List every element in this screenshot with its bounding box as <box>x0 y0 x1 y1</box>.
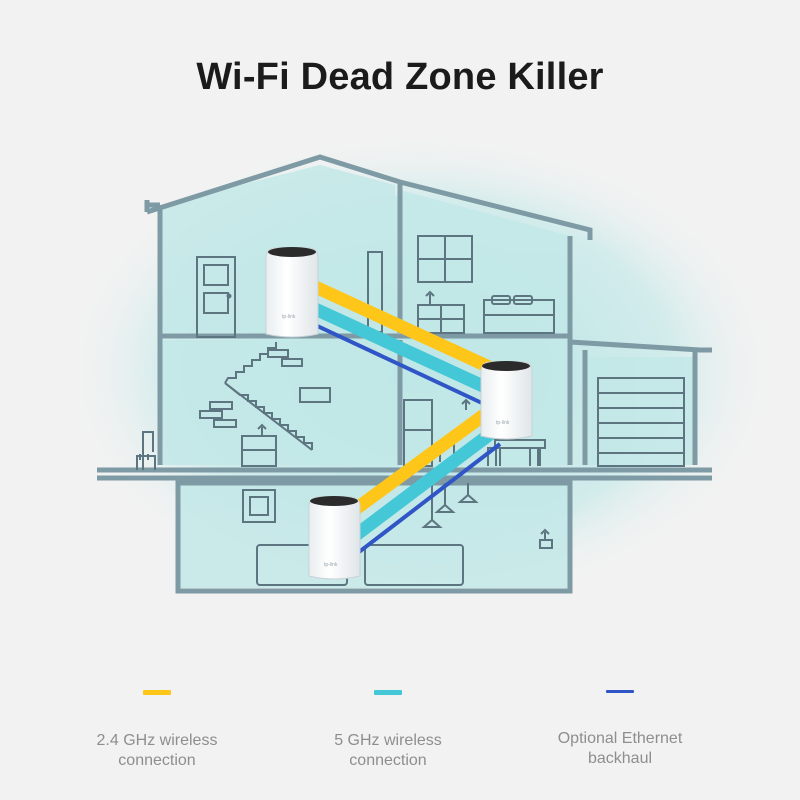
bands-middle-to-basement <box>334 406 502 564</box>
garage-door <box>597 377 685 467</box>
ethernet-lower <box>344 442 502 564</box>
band-24ghz-lower <box>334 406 492 528</box>
band-5ghz-upper <box>297 296 499 398</box>
upper-left-door <box>196 256 236 338</box>
deco-unit-basement: tp-link <box>308 496 361 580</box>
legend-swatch-5ghz <box>374 690 402 695</box>
deco-upper-brand: tp-link <box>282 314 296 320</box>
staircase <box>136 342 331 470</box>
legend-label-ethernet: Optional Ethernet backhaul <box>557 730 683 767</box>
bands-upper-to-middle <box>293 272 503 406</box>
legend-label-5ghz: 5 GHz wireless connection <box>334 732 442 769</box>
ethernet-upper <box>295 314 485 406</box>
legend-item-ethernet: Optional Ethernet backhaul <box>500 690 740 769</box>
legend-label-24ghz: 2.4 GHz wireless connection <box>96 732 218 769</box>
page-title: Wi-Fi Dead Zone Killer <box>196 56 604 98</box>
band-5ghz-lower <box>340 422 502 550</box>
band-24ghz-upper <box>293 272 503 378</box>
legend-swatch-ethernet <box>606 690 634 693</box>
legend-item-5ghz: 5 GHz wireless connection <box>268 690 508 771</box>
legend-item-24ghz: 2.4 GHz wireless connection <box>37 690 277 771</box>
deco-unit-upper: tp-link <box>265 247 319 338</box>
deco-basement-brand: tp-link <box>324 562 338 568</box>
deco-unit-middle: tp-link <box>480 361 533 440</box>
legend-swatch-24ghz <box>143 690 171 695</box>
deco-middle-brand: tp-link <box>496 420 510 426</box>
